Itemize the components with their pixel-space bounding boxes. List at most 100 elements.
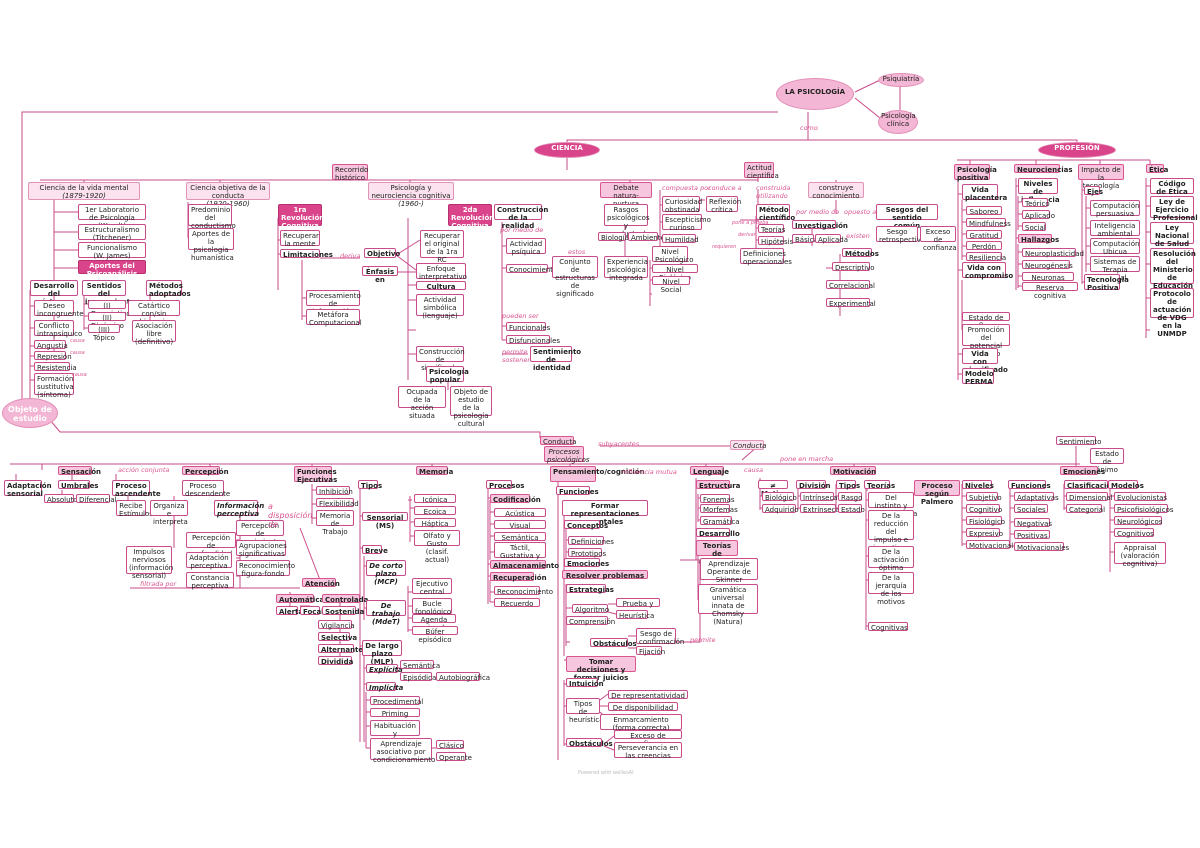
memoria: Memoria xyxy=(416,466,453,476)
actitud-cientifica: Actitud científica xyxy=(744,162,779,180)
informacion-perceptiva: Información perceptiva xyxy=(214,500,264,518)
exceso-confianza: Exceso de confianza xyxy=(920,226,957,252)
tomar-decisiones: Tomar decisiones y formar juicios xyxy=(566,656,636,682)
procesos-memoria: Procesos xyxy=(486,480,524,490)
correlacional: Correlacional xyxy=(826,280,875,290)
funciones-pensamiento: Funciones xyxy=(556,486,599,496)
estos-label: estos xyxy=(568,248,586,256)
prototipos: Prototipos xyxy=(568,548,606,558)
operante: Operante xyxy=(436,752,472,762)
motivacionales: Motivacionales xyxy=(1014,542,1069,552)
recuperacion: Recuperación xyxy=(490,572,547,582)
atencion: Atención xyxy=(302,578,340,588)
bufer-episodico: Búfer episódico xyxy=(412,626,458,644)
recorrido-historico: Recorrido histórico xyxy=(332,164,368,182)
neurogenesis: Neurogénesis xyxy=(1022,260,1073,270)
habituacion: Habituación y sensibilización xyxy=(370,720,424,746)
recibe-estimulos: Recibe Estímulos xyxy=(116,500,153,518)
como-label: como xyxy=(800,124,818,132)
clasificacion: Clasificación xyxy=(1064,480,1116,490)
metodos-adoptados: Métodos adoptados xyxy=(146,280,191,298)
fijacion: Fijación xyxy=(636,646,665,656)
metafora-computacional: Metáfora Computacional xyxy=(306,309,362,327)
conduce-label: conduce a xyxy=(708,184,742,192)
construida-label: construida utilizando xyxy=(756,184,791,200)
funcionales: Funcionales xyxy=(506,322,550,332)
humildad: Humildad xyxy=(662,234,699,244)
deseo-incongruente: Deseo incongruente xyxy=(34,300,84,318)
desarrollo-sintoma: Desarrollo del síntoma xyxy=(30,280,78,306)
tactil: Táctil, Gustativa y Olfativa xyxy=(494,542,546,568)
proceso-ascendente: Proceso ascendente xyxy=(112,480,161,498)
estado: Estado xyxy=(838,504,865,514)
estructura: Estructura xyxy=(696,480,740,490)
sesgo-retrospectivo: Sesgo retrospectivo xyxy=(876,226,925,244)
etica: Ética xyxy=(1146,164,1168,174)
heuristica: Heurística xyxy=(616,610,654,620)
computacion-ubicua: Computación Ubicua xyxy=(1090,238,1140,256)
neuro-years: (1960-) xyxy=(398,200,424,209)
ejes: Ejes xyxy=(1084,186,1103,196)
alternante: Alternante xyxy=(318,644,363,654)
inhibicion: Inhibición xyxy=(316,486,353,496)
rasgo: Rasgo xyxy=(838,492,862,502)
aportes-humanistica: Aportes de la psicología humanística xyxy=(188,228,234,262)
metodos: Métodos xyxy=(842,248,879,258)
modelos: Modelos xyxy=(1108,480,1144,490)
sentidos-inconsciente: Sentidos del inconsciente xyxy=(82,280,135,306)
teorico: Teórico xyxy=(1022,198,1050,208)
disfuncionales: Disfuncionales xyxy=(506,335,560,345)
filtrada-label: filtrada por xyxy=(140,580,177,588)
negativas: Negativas xyxy=(1014,518,1052,528)
breve: Breve xyxy=(362,545,388,555)
flexibilidad: Flexibilidad xyxy=(316,498,359,508)
objetiva-label: Ciencia objetiva de la conducta xyxy=(190,184,266,201)
social-nivel: Social xyxy=(1022,222,1046,232)
focal: Focal xyxy=(300,606,324,616)
escepticismo: Escepticismo curioso xyxy=(662,214,711,232)
algoritmo: Algoritmo xyxy=(572,604,609,614)
vida-significado: Vida con significado xyxy=(962,348,1008,374)
derivan-label: derivan xyxy=(738,232,757,238)
vida-mental-years: (1879-1920) xyxy=(62,192,106,201)
morfemas: Morfemas xyxy=(700,504,738,514)
estado-animo: Estado de ánimo xyxy=(1090,448,1124,474)
formacion-sustitutiva: Formación sustitutiva (síntoma) xyxy=(34,373,74,399)
angustia: Angustia xyxy=(34,340,68,350)
intuicion: Intuición xyxy=(566,678,604,688)
umbrales: Umbrales xyxy=(58,480,98,490)
tipos-heuristica: Tipos de heurística xyxy=(566,698,603,724)
lab-wundt: 1er Laboratorio de Psicología (Wundt) xyxy=(78,204,146,230)
vida-placentera: Vida placentera xyxy=(962,184,1007,202)
pueden-ser-label: pueden ser xyxy=(502,312,539,320)
perdon: Perdón xyxy=(966,241,1002,251)
constancia-perceptiva: Constancia perceptiva xyxy=(186,572,234,590)
gratitud: Gratitud xyxy=(966,230,1002,240)
predominio-conductismo: Predominio del conductismo xyxy=(188,204,236,230)
clasico: Clásico xyxy=(436,740,464,750)
funcionalismo: Funcionalismo (W. James) xyxy=(78,242,146,260)
haptica: Háptica xyxy=(414,518,456,528)
teorias-motivacion: Teorías xyxy=(864,480,895,490)
hipotesis: Hipótesis xyxy=(758,236,793,246)
motivo: ≠ Motivo xyxy=(758,480,788,498)
enfasis-en: Énfasis en xyxy=(362,266,398,284)
conceptos: Conceptos xyxy=(564,520,608,530)
ambiente: Ambiente xyxy=(628,232,665,242)
largo-plazo: De largo plazo (MLP) xyxy=(362,640,402,666)
conducta-motivacion: Conducta xyxy=(730,440,766,450)
automatica: Automática xyxy=(276,594,324,604)
primera-revolucion: 1ra Revolución Cognitiva ('60) xyxy=(278,204,324,238)
vigilancia: Vigilancia xyxy=(318,620,355,630)
conflicto-intrapsiquico: Conflicto intrapsíquico xyxy=(34,320,82,338)
accion-conjunta-label: acción conjunta xyxy=(118,466,170,474)
organiza-interpreta: Organiza e interpreta xyxy=(150,500,188,526)
subyacentes-label: subyacentes xyxy=(598,440,640,448)
represion: Represión xyxy=(34,351,72,361)
codificacion: Codificación xyxy=(490,494,541,504)
vida-mental: Ciencia de la vida mental(1879-1920) xyxy=(28,182,140,200)
aplicado: Aplicado xyxy=(1022,210,1055,220)
footer-watermark: Powered with wellesAI xyxy=(578,770,634,776)
psicologia-positiva: Psicología positiva xyxy=(954,164,997,182)
enfoque-interpretativo: Enfoque interpretativo xyxy=(416,263,467,281)
